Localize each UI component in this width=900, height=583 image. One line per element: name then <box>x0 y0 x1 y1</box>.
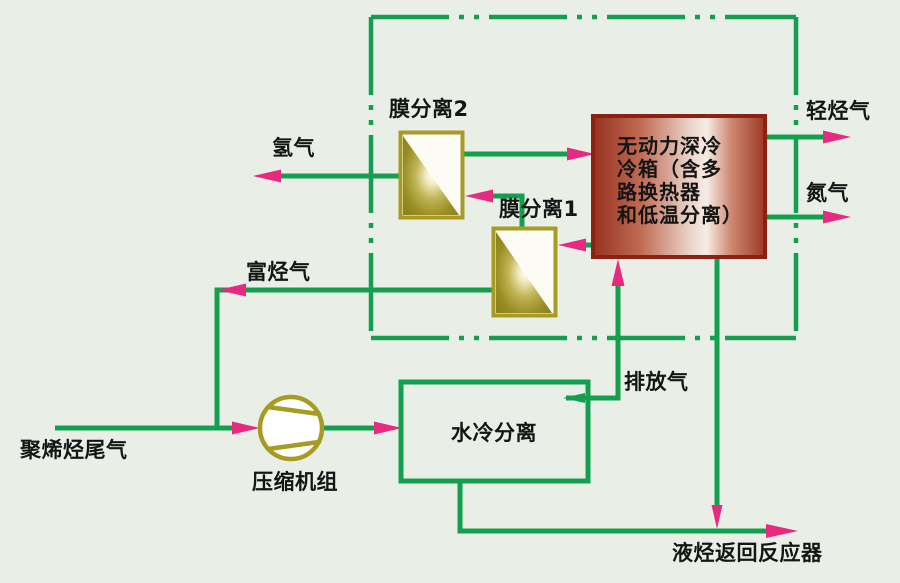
membrane2-unit: 膜分离2 <box>389 97 469 220</box>
coldbox-to-membrane1-arrow <box>558 238 586 252</box>
membrane1-unit: 膜分离1 <box>491 197 579 318</box>
vent-gas-up-arrow <box>611 259 625 286</box>
light-gas-label: 轻烃气 <box>806 99 871 123</box>
water-cooler-unit: 水冷分离 <box>398 379 591 484</box>
compressor-outlet-arrow <box>374 421 402 435</box>
liquid-return-arrow <box>766 524 798 538</box>
cold-box-label-line4: 和低温分离） <box>617 203 743 227</box>
liquid-return-label: 液烃返回反应器 <box>672 541 823 565</box>
feed-arrow <box>232 421 260 435</box>
nitrogen-arrow <box>823 210 851 224</box>
rich-gas-recycle-line <box>214 287 493 428</box>
compressor-top-chord <box>265 404 322 417</box>
hydrogen-label: 氢气 <box>272 136 315 160</box>
cold-box-label-line3: 路换热器 <box>617 180 701 204</box>
flow-lines <box>55 134 824 534</box>
membrane1-to-membrane2-arrow <box>465 189 493 203</box>
nitrogen-label: 氮气 <box>806 181 849 205</box>
membrane2-triangle <box>403 136 459 215</box>
compressor-unit: 压缩机组 <box>252 394 338 494</box>
coldbox-liquid-down-arrow <box>711 505 723 529</box>
light-gas-arrow <box>823 130 851 144</box>
membrane2-to-coldbox-arrow <box>567 147 595 161</box>
membrane2-border <box>398 130 465 220</box>
feed-label: 聚烯烃尾气 <box>19 438 128 462</box>
vent-into-watercooler-arrow <box>563 393 585 403</box>
membrane1-to-membrane2-line <box>490 193 525 228</box>
rich-gas-label: 富烃气 <box>246 260 311 284</box>
hydrogen-arrow <box>253 169 281 183</box>
compressor-bottom-chord <box>265 439 322 452</box>
membrane1-border <box>491 226 558 318</box>
liquid-return-line <box>457 481 768 534</box>
compressor-label: 压缩机组 <box>252 470 338 494</box>
stream-labels: 聚烯烃尾气 氢气 富烃气 排放气 轻烃气 氮气 液烃返回反应器 <box>19 99 871 565</box>
cold-box-label-line2: 冷箱（含多 <box>617 157 722 181</box>
water-cooler-label: 水冷分离 <box>451 421 537 445</box>
cold-box-label-line1: 无动力深冷 <box>617 134 722 158</box>
flow-arrows <box>218 130 851 538</box>
membrane2-label: 膜分离2 <box>389 97 469 121</box>
water-cooler-box <box>398 379 591 484</box>
membrane1-label: 膜分离1 <box>499 197 579 221</box>
membrane1-triangle <box>496 232 552 313</box>
vent-gas-label: 排放气 <box>624 370 689 394</box>
cold-box <box>591 114 767 259</box>
rich-gas-arrow <box>218 283 246 297</box>
cold-box-unit: 无动力深冷 冷箱（含多 路换热器 和低温分离） <box>591 114 767 259</box>
